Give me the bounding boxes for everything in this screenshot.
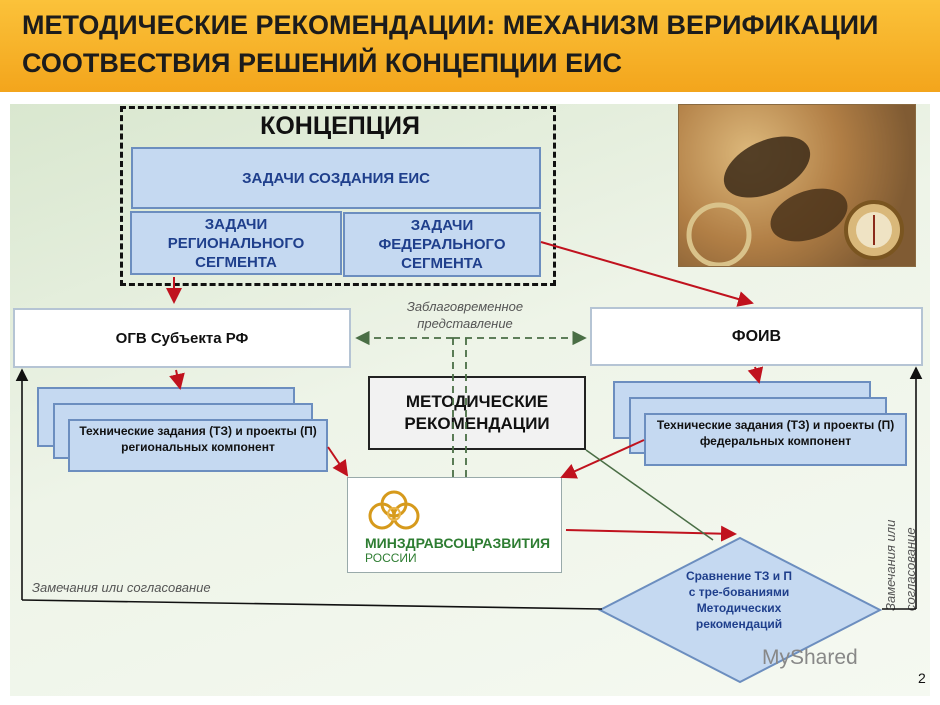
ministry-sub: РОССИИ: [365, 551, 417, 565]
ministry-logo-box: МИНЗДРАВСОЦРАЗВИТИЯ РОССИИ: [347, 477, 562, 573]
black-feedback-lines: [15, 366, 923, 610]
red-arrows: [166, 241, 764, 542]
ecis-tasks-box: ЗАДАЧИ СОЗДАНИЯ ЕИС: [131, 147, 541, 209]
comparison-text: Сравнение ТЗ и П с тре-бованиями Методич…: [685, 569, 793, 631]
comparison-diamond-shape: [598, 536, 882, 684]
page-number: 2: [918, 670, 926, 686]
compass-photo-illustration: [679, 105, 915, 266]
foiv-box: ФОИВ: [590, 307, 923, 366]
compass-photo: [678, 104, 916, 267]
ministry-emblem-icon: [368, 490, 420, 530]
page-title: МЕТОДИЧЕСКИЕ РЕКОМЕНДАЦИИ: МЕХАНИЗМ ВЕРИ…: [22, 10, 879, 78]
watermark: MyShared: [762, 646, 858, 669]
methodological-recommendations-box: МЕТОДИЧЕСКИЕ РЕКОМЕНДАЦИИ: [368, 376, 586, 450]
ogv-subject-box: ОГВ Субъекта РФ: [13, 308, 351, 368]
regional-tasks-box: ЗАДАЧИ РЕГИОНАЛЬНОГО СЕГМЕНТА: [130, 211, 342, 275]
remarks-left-label: Замечания или согласование: [32, 580, 211, 595]
green-dashed-lines: [355, 330, 587, 477]
regional-tz-card: Технические задания (ТЗ) и проекты (П) р…: [68, 419, 328, 472]
advance-submission-note: Заблаговременное представление: [406, 299, 524, 331]
header-bar: МЕТОДИЧЕСКИЕ РЕКОМЕНДАЦИИ: МЕХАНИЗМ ВЕРИ…: [0, 0, 940, 92]
federal-tasks-box: ЗАДАЧИ ФЕДЕРАЛЬНОГО СЕГМЕНТА: [343, 212, 541, 277]
ministry-name: МИНЗДРАВСОЦРАЗВИТИЯ: [365, 535, 551, 551]
federal-tz-card: Технические задания (ТЗ) и проекты (П) ф…: [644, 413, 907, 466]
green-solid-line: [585, 449, 714, 541]
concept-group: [120, 106, 556, 286]
concept-title: КОНЦЕПЦИЯ: [260, 112, 420, 140]
